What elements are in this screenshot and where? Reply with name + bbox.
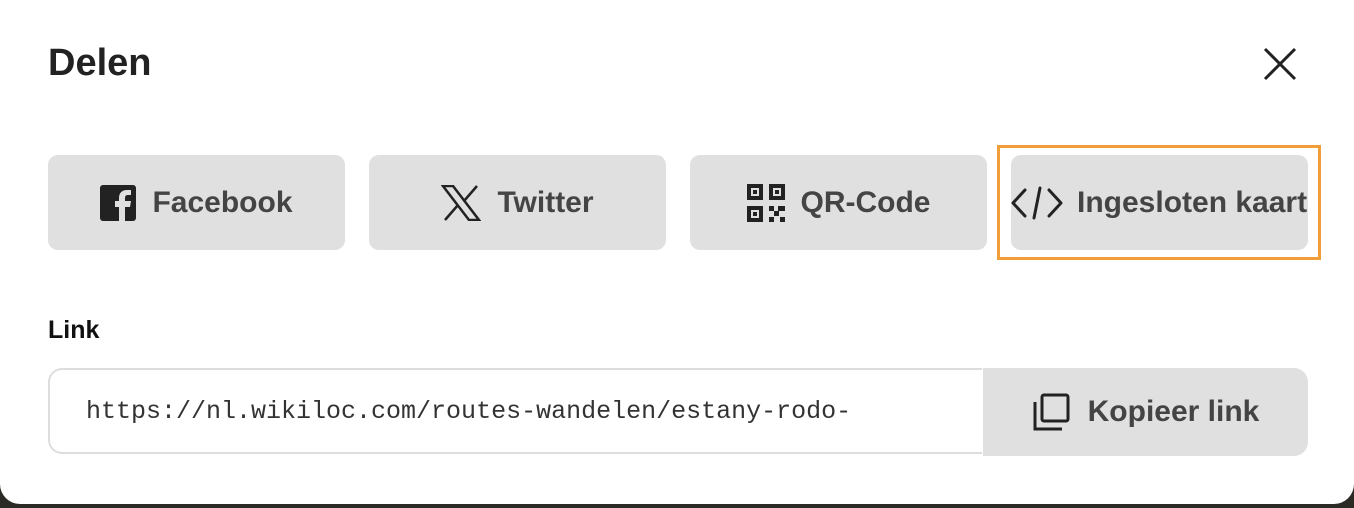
code-icon	[1011, 186, 1063, 219]
focus-ring	[997, 145, 1321, 260]
link-input[interactable]: https://nl.wikiloc.com/routes-wandelen/e…	[48, 368, 982, 454]
qr-code-icon	[746, 183, 785, 222]
dialog-title: Delen	[48, 42, 152, 84]
facebook-icon	[100, 184, 137, 221]
copy-icon	[1033, 393, 1070, 431]
close-icon	[1263, 47, 1297, 81]
embed-map-label: Ingesloten kaart	[1077, 185, 1308, 219]
embed-map-button[interactable]: Ingesloten kaart	[1011, 155, 1308, 250]
twitter-share-button[interactable]: Twitter	[369, 155, 666, 250]
link-label: Link	[48, 316, 100, 344]
facebook-label: Facebook	[152, 185, 293, 219]
x-icon	[441, 184, 482, 221]
close-button[interactable]	[1262, 46, 1298, 82]
copy-link-label: Kopieer link	[1087, 395, 1260, 428]
twitter-label: Twitter	[497, 185, 594, 219]
qr-code-label: QR-Code	[800, 185, 931, 219]
facebook-share-button[interactable]: Facebook	[48, 155, 345, 250]
qr-code-button[interactable]: QR-Code	[690, 155, 987, 250]
copy-link-button[interactable]: Kopieer link	[983, 368, 1308, 456]
